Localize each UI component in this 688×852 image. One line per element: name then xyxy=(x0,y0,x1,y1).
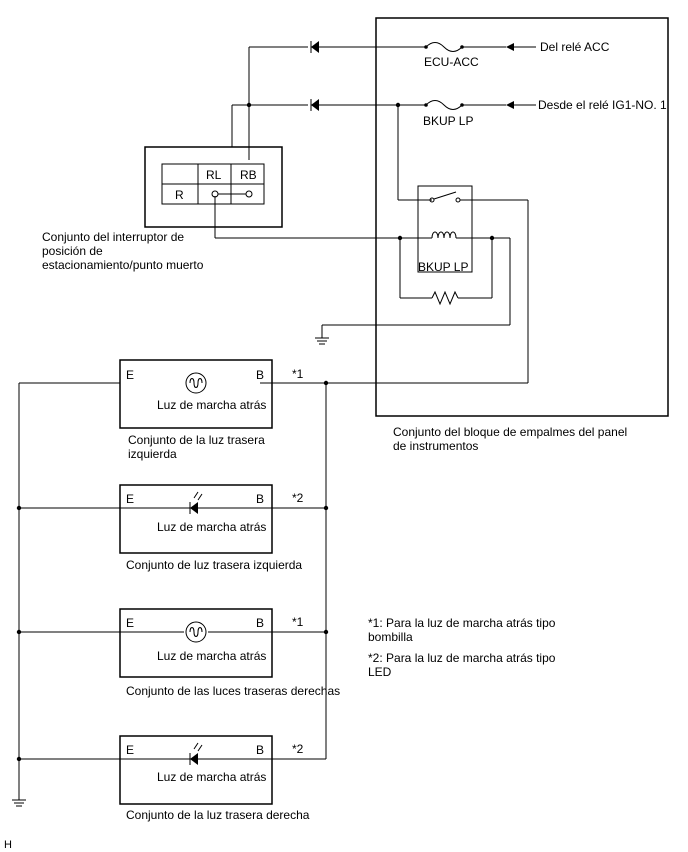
ground-symbol-top xyxy=(315,325,329,345)
resistor xyxy=(399,238,493,306)
switch-col-rl: RL xyxy=(206,168,222,182)
lamp-4-e: E xyxy=(126,743,134,757)
relay xyxy=(397,105,529,383)
lamp-3-label: Luz de marcha atrás xyxy=(157,649,266,663)
lamp-2-e: E xyxy=(126,492,134,506)
relay-label: BKUP LP xyxy=(418,260,468,274)
acc-input-label: Del relé ACC xyxy=(540,40,610,54)
ig1-input-label: Desde el relé IG1-NO. 1 xyxy=(538,98,667,112)
lamp-1-label: Luz de marcha atrás xyxy=(157,398,266,412)
switch-row-r: R xyxy=(175,188,184,202)
lamp-3-caption-1: Conjunto de las luces traseras derechas xyxy=(126,684,340,698)
lamp-1-caption-2: izquierda xyxy=(128,447,177,461)
lamp-1-caption-1: Conjunto de la luz trasera xyxy=(128,433,265,447)
lamp-3 xyxy=(16,608,329,678)
fuse-ecu-acc-label: ECU-ACC xyxy=(424,55,479,69)
lamp-2 xyxy=(16,484,329,554)
acc-line xyxy=(249,41,536,53)
lamp-1-mark: *1 xyxy=(292,367,304,381)
lamp-4-caption-1: Conjunto de la luz trasera derecha xyxy=(126,808,310,822)
junction-block xyxy=(375,17,669,417)
lamp-2-caption-1: Conjunto de luz trasera izquierda xyxy=(126,558,302,572)
corner-code: H xyxy=(4,839,12,851)
switch-col-rb: RB xyxy=(240,168,257,182)
lamp-1-b: B xyxy=(256,368,264,382)
lamp-3-e: E xyxy=(126,616,134,630)
note-1-line-1: *1: Para la luz de marcha atrás tipo xyxy=(368,616,556,630)
switch-caption-1: Conjunto del interruptor de xyxy=(42,230,184,244)
note-1-line-2: bombilla xyxy=(368,630,413,644)
lamp-2-mark: *2 xyxy=(292,491,304,505)
switch-caption-3: estacionamiento/punto muerto xyxy=(42,258,204,272)
lamp-3-mark: *1 xyxy=(292,615,304,629)
ig1-line xyxy=(232,99,536,111)
lamp-1-e: E xyxy=(126,368,134,382)
note-2-line-1: *2: Para la luz de marcha atrás tipo xyxy=(368,651,556,665)
park-neutral-switch xyxy=(144,146,283,228)
fuse-bkup-lp-label: BKUP LP xyxy=(423,114,473,128)
junction-block-caption-1: Conjunto del bloque de empalmes del pane… xyxy=(393,425,627,439)
switch-caption-2: posición de xyxy=(42,244,103,258)
lamp-4-label: Luz de marcha atrás xyxy=(157,770,266,784)
note-2-line-2: LED xyxy=(368,665,392,679)
lamp-2-label: Luz de marcha atrás xyxy=(157,520,266,534)
lamp-4-b: B xyxy=(256,743,264,757)
lamp-3-b: B xyxy=(256,616,264,630)
ground-symbol-bottom xyxy=(12,799,26,807)
lamp-2-b: B xyxy=(256,492,264,506)
lamp-4 xyxy=(16,735,326,805)
lamp-4-mark: *2 xyxy=(292,742,304,756)
lamp-1 xyxy=(19,359,329,429)
junction-block-caption-2: de instrumentos xyxy=(393,439,478,453)
